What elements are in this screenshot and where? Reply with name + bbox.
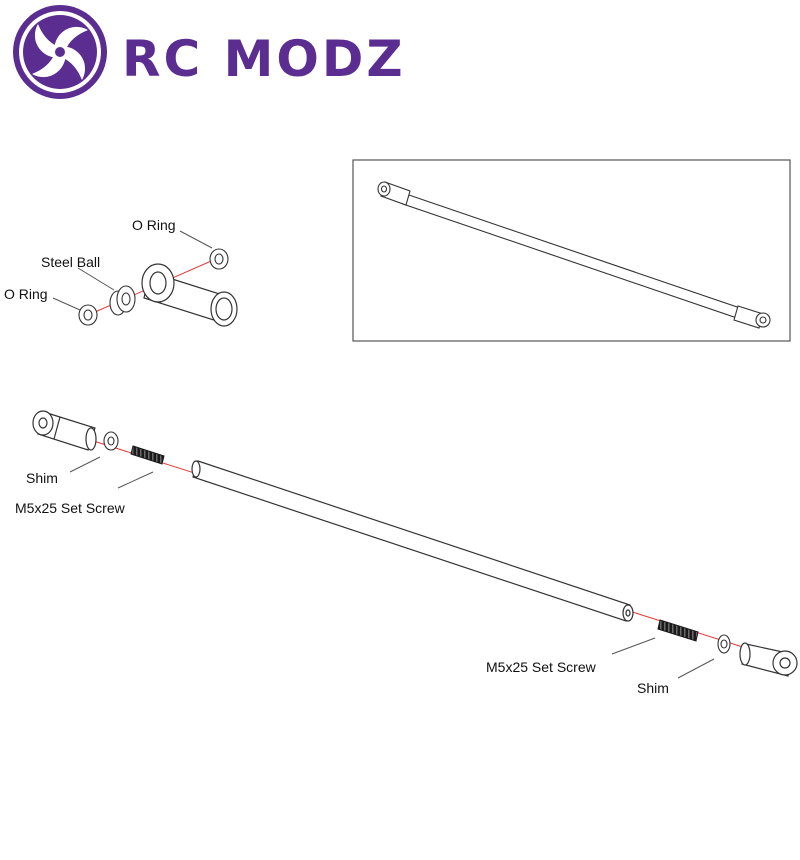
left-shim-part [103,431,119,451]
o-ring-top-part [209,248,229,270]
left-rod-end-part [32,410,97,451]
callout-leaders [52,230,213,311]
callout-shim-left: Shim [26,470,58,486]
brand-logo: RC MODZ [13,5,406,99]
left-set-screw-part [130,445,165,465]
callout-o-ring-top: O Ring [132,217,176,233]
callout-set-screw-right: M5x25 Set Screw [486,659,597,675]
main-exploded-link: Shim M5x25 Set Screw M5x25 Set Screw Shi… [15,410,798,696]
assembled-preview-box [352,159,791,342]
right-rod-end-part [739,642,798,677]
right-shim-part [717,634,731,654]
rod-end-detail: O Ring Steel Ball O Ring [4,217,238,327]
swirl-logo-icon [13,5,107,99]
brand-name: RC MODZ [122,30,406,88]
assembled-link-rod [377,181,771,329]
callout-steel-ball: Steel Ball [41,254,100,270]
o-ring-left-part [78,304,98,326]
rod-end-housing-part [141,263,238,327]
rod-tube-part [191,460,634,622]
steel-ball-part [109,285,136,316]
callout-shim-right: Shim [637,680,669,696]
callout-o-ring-left: O Ring [4,286,48,302]
callout-set-screw-left: M5x25 Set Screw [15,500,126,516]
right-set-screw-part [657,619,699,642]
main-callout-leaders [69,456,715,679]
